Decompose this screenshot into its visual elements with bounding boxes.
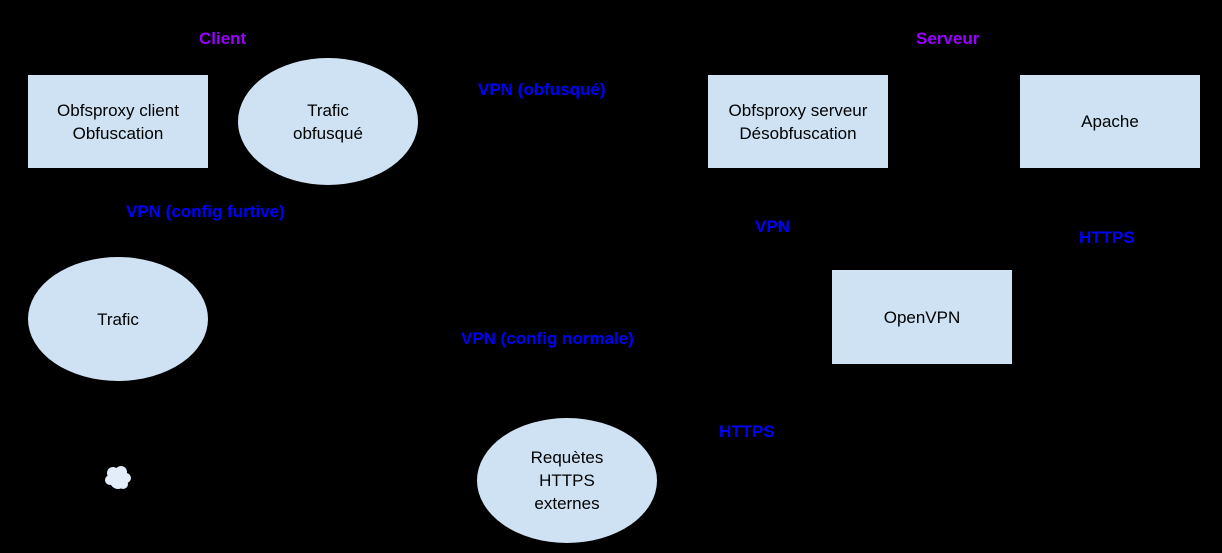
section-label-client: Client: [199, 29, 247, 48]
node-label: externes: [534, 494, 600, 513]
node-apache: Apache: [1019, 74, 1201, 169]
edge-label-https-openvpn: HTTPS: [719, 422, 775, 441]
section-label-serveur: Serveur: [916, 29, 980, 48]
node-label: Obfsproxy client: [57, 100, 179, 120]
node-label: Apache: [1081, 112, 1139, 131]
node-trafic: Trafic: [27, 256, 209, 382]
node-obfsproxy-serveur: Obfsproxy serveur Désobfuscation: [707, 74, 889, 169]
edge-label-vpn-config-furtive: VPN (config furtive): [126, 202, 285, 221]
node-label: Trafic: [307, 100, 349, 120]
node-label: Requètes: [530, 448, 604, 467]
edge-label-vpn: VPN: [755, 217, 790, 236]
edge-label-https-apache: HTTPS: [1079, 228, 1135, 247]
node-label: Désobfuscation: [739, 123, 857, 143]
node-label: Obfsproxy serveur: [728, 100, 868, 120]
node-openvpn: OpenVPN: [831, 269, 1013, 365]
node-label: Obfuscation: [72, 123, 164, 143]
cloud-icon: [105, 466, 131, 489]
node-label: Trafic: [97, 309, 139, 329]
node-label: HTTPS: [539, 471, 595, 490]
node-label: obfusqué: [293, 123, 363, 143]
node-trafic-obfusque: Trafic obfusqué: [237, 57, 419, 186]
node-obfsproxy-client: Obfsproxy client Obfuscation: [27, 74, 209, 169]
node-requetes-https-externes: Requètes HTTPS externes: [476, 417, 658, 544]
edge-label-vpn-obfusque: VPN (obfusqué): [478, 80, 606, 99]
edge-label-vpn-config-normale: VPN (config normale): [461, 329, 634, 348]
node-label: OpenVPN: [883, 307, 961, 327]
